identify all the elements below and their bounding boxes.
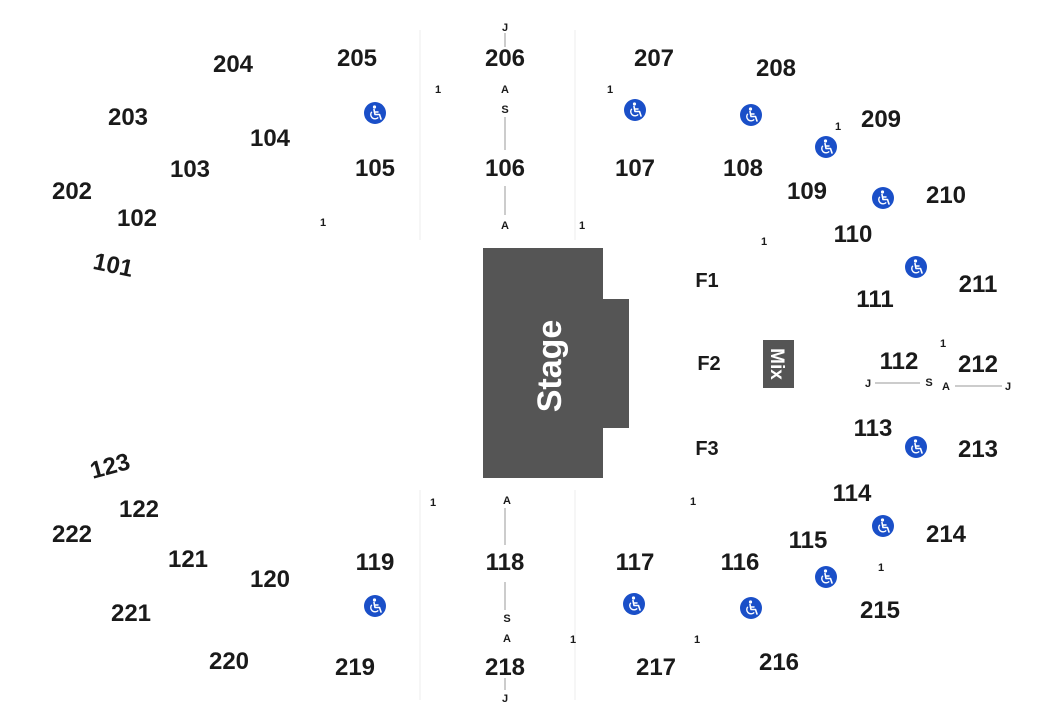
- row-label-j: J: [1005, 381, 1011, 393]
- section-105[interactable]: 105: [355, 155, 395, 182]
- row-label-1: 1: [430, 497, 436, 509]
- section-214[interactable]: 214: [926, 521, 967, 548]
- section-118[interactable]: 118: [486, 549, 525, 576]
- section-102[interactable]: 102: [117, 205, 157, 232]
- section-104[interactable]: 104: [250, 125, 291, 152]
- section-112[interactable]: 112: [880, 348, 919, 375]
- section-204[interactable]: 204: [213, 51, 254, 78]
- row-label-j: J: [502, 693, 508, 705]
- section-213[interactable]: 213: [958, 436, 998, 463]
- wheelchair-icon: [904, 435, 928, 459]
- row-label-a: A: [942, 381, 950, 393]
- section-f3[interactable]: F3: [695, 438, 718, 460]
- section-222[interactable]: 222: [52, 521, 92, 548]
- section-108[interactable]: 108: [723, 155, 763, 182]
- section-220[interactable]: 220: [209, 648, 249, 675]
- wheelchair-icon: [814, 565, 838, 589]
- section-218[interactable]: 218: [485, 654, 525, 681]
- row-label-1: 1: [835, 121, 841, 133]
- section-f2[interactable]: F2: [697, 353, 720, 375]
- wheelchair-icon: [871, 514, 895, 538]
- row-label-1: 1: [940, 338, 946, 350]
- section-217[interactable]: 217: [636, 654, 676, 681]
- section-123[interactable]: 123: [87, 448, 133, 484]
- row-label-1: 1: [570, 634, 576, 646]
- wheelchair-icon: [739, 103, 763, 127]
- row-label-s: S: [501, 104, 508, 116]
- row-label-a: A: [503, 495, 511, 507]
- row-label-a: A: [501, 84, 509, 96]
- section-203[interactable]: 203: [108, 104, 148, 131]
- section-206[interactable]: 206: [485, 45, 525, 72]
- row-label-s: S: [925, 377, 932, 389]
- wheelchair-icon: [363, 101, 387, 125]
- wheelchair-icon: [623, 98, 647, 122]
- wheelchair-icon: [739, 596, 763, 620]
- row-label-1: 1: [320, 217, 326, 229]
- mix-label: Mix: [766, 348, 787, 380]
- section-116[interactable]: 116: [721, 549, 760, 576]
- section-212[interactable]: 212: [958, 351, 998, 378]
- row-label-j: J: [502, 22, 508, 34]
- mix-position: [763, 340, 794, 388]
- row-label-1: 1: [607, 84, 613, 96]
- section-119[interactable]: 119: [356, 549, 395, 576]
- section-f1[interactable]: F1: [695, 270, 718, 292]
- section-202[interactable]: 202: [52, 178, 92, 205]
- section-106[interactable]: 106: [485, 155, 525, 182]
- section-120[interactable]: 120: [250, 566, 290, 593]
- section-115[interactable]: 115: [789, 527, 828, 554]
- section-205[interactable]: 205: [337, 45, 377, 72]
- wheelchair-icon: [904, 255, 928, 279]
- section-208[interactable]: 208: [756, 55, 796, 82]
- row-label-a: A: [503, 633, 511, 645]
- section-113[interactable]: 113: [854, 415, 893, 442]
- section-121[interactable]: 121: [168, 546, 208, 573]
- row-label-1: 1: [694, 634, 700, 646]
- section-219[interactable]: 219: [335, 654, 375, 681]
- section-207[interactable]: 207: [634, 45, 674, 72]
- section-103[interactable]: 103: [170, 156, 210, 183]
- section-111[interactable]: 111: [856, 286, 893, 313]
- row-label-s: S: [503, 613, 510, 625]
- stage-label: Stage: [531, 320, 569, 413]
- row-label-1: 1: [579, 220, 585, 232]
- row-label-1: 1: [878, 562, 884, 574]
- section-210[interactable]: 210: [926, 182, 966, 209]
- section-122[interactable]: 122: [119, 496, 159, 523]
- row-label-a: A: [501, 220, 509, 232]
- wheelchair-icon: [871, 186, 895, 210]
- stage-block[interactable]: [483, 248, 629, 478]
- row-label-1: 1: [761, 236, 767, 248]
- section-209[interactable]: 209: [861, 106, 901, 133]
- row-label-1: 1: [435, 84, 441, 96]
- section-114[interactable]: 114: [833, 480, 872, 507]
- section-215[interactable]: 215: [860, 597, 900, 624]
- wheelchair-icon: [622, 592, 646, 616]
- section-221[interactable]: 221: [111, 600, 151, 627]
- wheelchair-icon: [363, 594, 387, 618]
- section-216[interactable]: 216: [759, 649, 799, 676]
- section-101[interactable]: 101: [91, 248, 136, 283]
- section-117[interactable]: 117: [616, 549, 655, 576]
- section-110[interactable]: 110: [834, 221, 873, 248]
- wheelchair-icon: [814, 135, 838, 159]
- section-109[interactable]: 109: [787, 178, 827, 205]
- section-107[interactable]: 107: [615, 155, 655, 182]
- row-label-1: 1: [690, 496, 696, 508]
- section-211[interactable]: 211: [959, 271, 998, 298]
- row-label-j: J: [865, 378, 871, 390]
